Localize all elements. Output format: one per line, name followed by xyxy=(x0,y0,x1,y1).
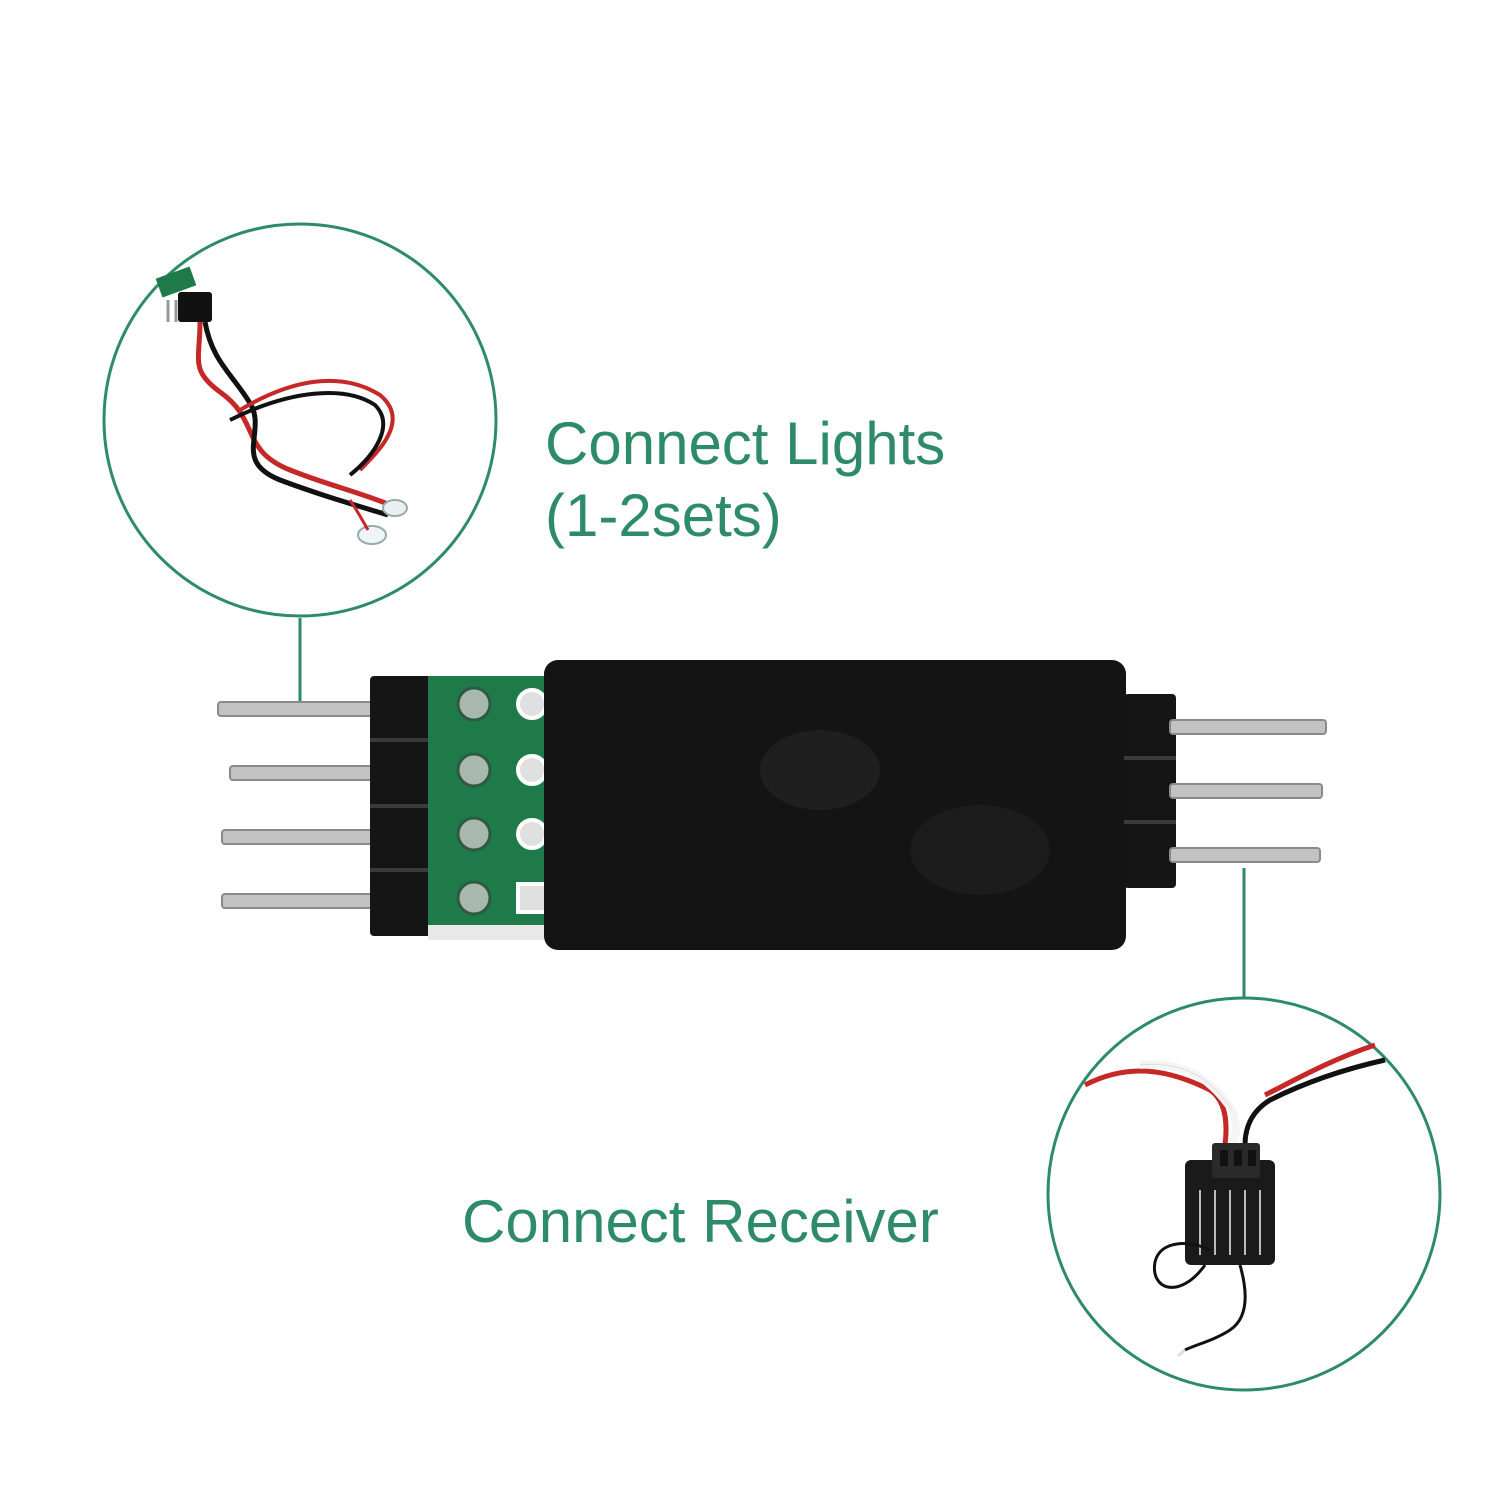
left-pins xyxy=(217,701,379,909)
lights-callout xyxy=(102,222,498,618)
light-controller-module-icon xyxy=(217,660,1327,950)
pcb-board xyxy=(428,676,554,940)
right-pins xyxy=(1169,719,1327,863)
connect-lights-line1: Connect Lights xyxy=(545,410,946,477)
right-header xyxy=(1124,694,1176,888)
connect-lights-line2: (1-2sets) xyxy=(545,482,782,549)
led-light-wire-icon xyxy=(155,266,408,545)
connect-lights-label: Connect Lights (1-2sets) xyxy=(545,408,945,552)
left-header xyxy=(370,676,434,936)
rc-receiver-icon xyxy=(1083,1042,1386,1358)
connect-receiver-label: Connect Receiver xyxy=(462,1188,939,1255)
receiver-callout xyxy=(1046,996,1442,1392)
